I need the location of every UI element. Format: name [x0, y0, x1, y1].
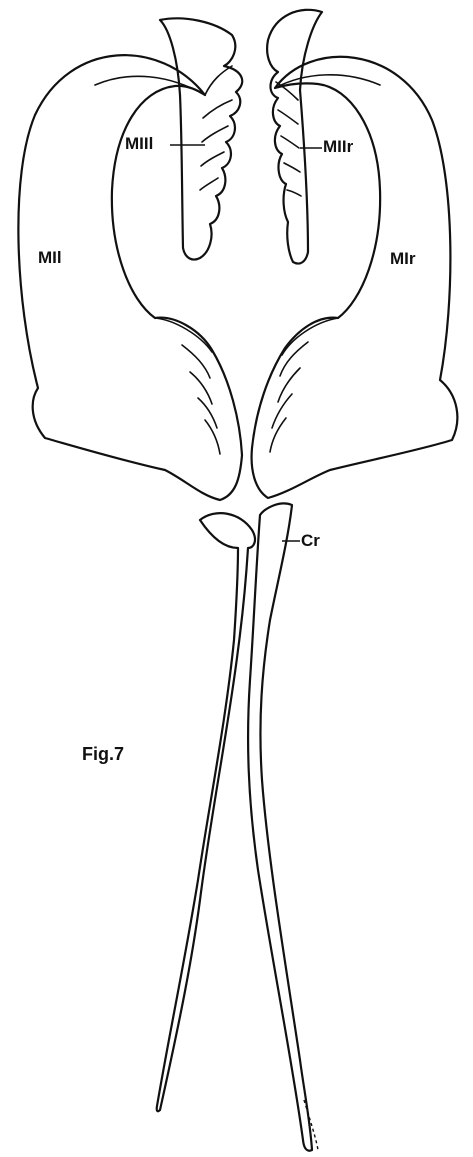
label-cr: Cr — [301, 531, 320, 550]
diagram-labels: MIIl MIIr MIl MIr Cr Fig.7 — [38, 134, 416, 764]
left-outer-mandible — [18, 55, 242, 500]
left-inner-mandible — [160, 18, 242, 259]
label-mil: MIl — [38, 248, 62, 267]
right-inner-mandible — [267, 10, 322, 264]
label-mir: MIr — [390, 249, 416, 268]
figure-caption: Fig.7 — [82, 744, 124, 764]
crossed-rods — [157, 503, 318, 1150]
label-miir: MIIr — [323, 137, 354, 156]
label-miil: MIIl — [125, 134, 153, 153]
right-outer-mandible — [252, 57, 458, 498]
